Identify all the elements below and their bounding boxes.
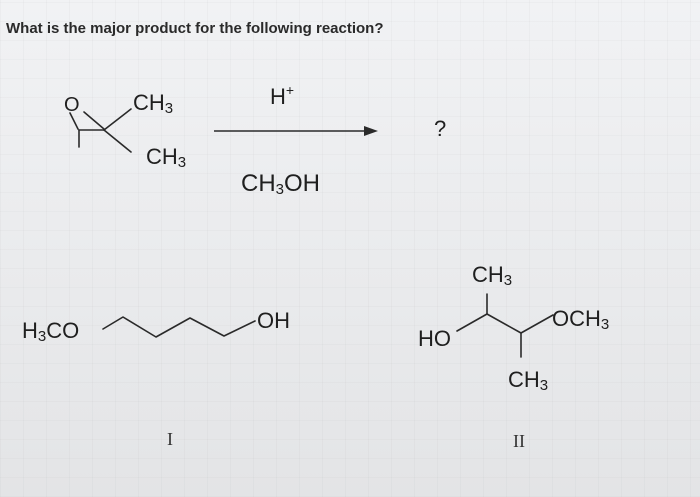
epoxide-bonds xyxy=(69,108,132,153)
choice-2-methyl-top: CH3 xyxy=(472,262,513,289)
product-placeholder: ? xyxy=(434,116,447,141)
choice-1-hydroxyl: OH xyxy=(257,308,290,333)
solvent-methanol: CH3OH xyxy=(241,170,321,198)
reactant-methyl-bottom: CH3 xyxy=(146,144,187,171)
choice-2-hydroxyl: HO xyxy=(418,326,451,351)
epoxide-bond-o-c1 xyxy=(69,112,79,130)
epoxide-bond-c2-me-top xyxy=(103,108,132,131)
choice-1-chain xyxy=(102,316,256,338)
reagent-acid: H+ xyxy=(270,82,295,109)
epoxide-bond-o-c2 xyxy=(83,111,105,130)
question-text: What is the major product for the follow… xyxy=(6,20,384,37)
epoxide-bond-c2-me-bottom xyxy=(103,129,132,153)
choice-2-methoxy: OCH3 xyxy=(552,306,610,333)
choice-1-label: I xyxy=(167,429,173,449)
reactant-methyl-top: CH3 xyxy=(133,90,174,117)
choice-2-skeleton xyxy=(456,293,554,358)
choice-2-label: II xyxy=(513,431,525,451)
choice-1-methoxy: H3CO xyxy=(22,318,80,345)
reaction-arrow xyxy=(214,126,378,136)
epoxide-oxygen: O xyxy=(64,94,80,116)
choice-2-methyl-bottom: CH3 xyxy=(508,367,549,394)
